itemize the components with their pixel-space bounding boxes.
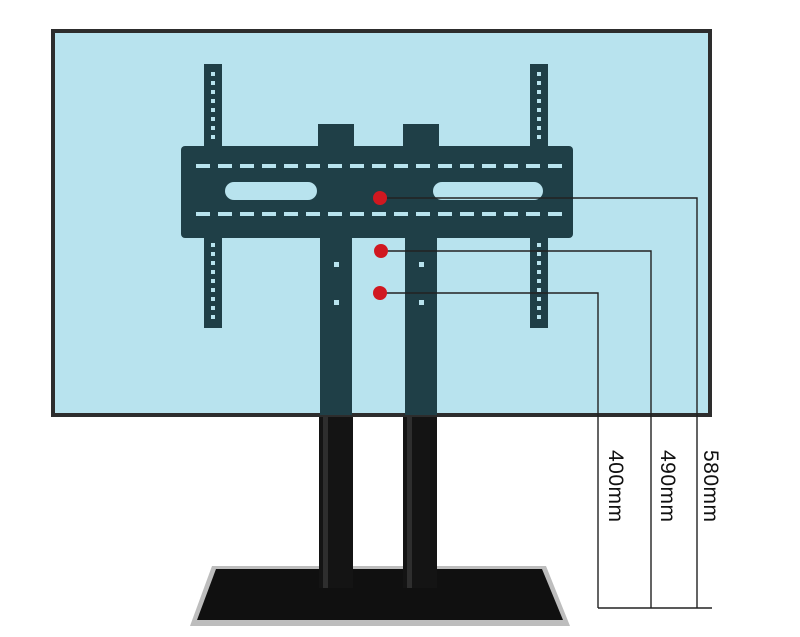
rail-hole (211, 108, 215, 112)
dimension-line-400mm (380, 292, 599, 608)
rail-hole (537, 270, 541, 274)
bracket-slot (350, 212, 364, 216)
rail-hole (211, 261, 215, 265)
rail-hole (537, 126, 541, 130)
rail-hole (537, 297, 541, 301)
dimension-label-490mm: 490mm (656, 450, 679, 523)
rail-hole (537, 90, 541, 94)
rail-hole (211, 243, 215, 247)
bracket-slot (328, 212, 342, 216)
rail-hole (211, 297, 215, 301)
bracket-slot (504, 164, 518, 168)
bracket-slot (284, 212, 298, 216)
bracket-slot (350, 164, 364, 168)
bracket-slot (306, 212, 320, 216)
rail-hole (211, 81, 215, 85)
bracket-slots (196, 72, 562, 319)
bracket-slot (372, 212, 386, 216)
dimension-line-490mm (381, 250, 652, 608)
bracket-slot (416, 212, 430, 216)
rail-hole (211, 288, 215, 292)
rail-hole (211, 126, 215, 130)
bracket-slot (284, 164, 298, 168)
rail-hole (211, 315, 215, 319)
bracket-slot (482, 212, 496, 216)
rail-hole (537, 252, 541, 256)
bracket-slot (438, 212, 452, 216)
bracket-slot (438, 164, 452, 168)
bracket-slot (262, 212, 276, 216)
stand-poles (319, 414, 437, 588)
rail-hole (211, 117, 215, 121)
bracket-slot (548, 164, 562, 168)
bracket-slot (196, 164, 210, 168)
rail-hole (537, 108, 541, 112)
rail-hole (537, 81, 541, 85)
rail-hole (537, 243, 541, 247)
rail-hole (537, 315, 541, 319)
rail-hole (211, 306, 215, 310)
rail-hole (537, 261, 541, 265)
rail-hole (537, 117, 541, 121)
bracket-slot (416, 164, 430, 168)
base-plate (190, 566, 570, 626)
dimension-label-580mm: 580mm (699, 450, 722, 523)
rail-hole (211, 99, 215, 103)
rail-hole (537, 72, 541, 76)
bracket-slot (526, 212, 540, 216)
bracket-slot (328, 164, 342, 168)
bracket-slot (394, 212, 408, 216)
dimension-label-400mm: 400mm (604, 450, 627, 523)
bracket-slot (218, 212, 232, 216)
rail-hole (211, 90, 215, 94)
bracket-slot (482, 164, 496, 168)
bracket-slot (196, 212, 210, 216)
rail-hole (211, 270, 215, 274)
rail-hole (537, 288, 541, 292)
rail-hole (537, 99, 541, 103)
bracket-slot (240, 212, 254, 216)
rail-hole (211, 135, 215, 139)
rail-hole (537, 306, 541, 310)
bracket-slot (394, 164, 408, 168)
bracket-slot (460, 164, 474, 168)
bracket-slot (504, 212, 518, 216)
bracket-slot (240, 164, 254, 168)
marker-middle-red-dot-icon (374, 244, 388, 258)
rail-hole (537, 135, 541, 139)
rail-hole (211, 252, 215, 256)
marker-lower-red-dot-icon (373, 286, 387, 300)
marker-upper-red-dot-icon (373, 191, 387, 205)
bracket-slot (548, 212, 562, 216)
height-markers (373, 191, 388, 300)
dimension-lines (380, 197, 712, 609)
bracket-slot (306, 164, 320, 168)
bracket-slot (262, 164, 276, 168)
bracket-slot (526, 164, 540, 168)
bracket-slot (460, 212, 474, 216)
rail-hole (211, 279, 215, 283)
dimension-line-580mm (380, 197, 698, 608)
bracket-slot (372, 164, 386, 168)
rail-hole (537, 279, 541, 283)
rail-hole (211, 72, 215, 76)
bracket-slot (218, 164, 232, 168)
